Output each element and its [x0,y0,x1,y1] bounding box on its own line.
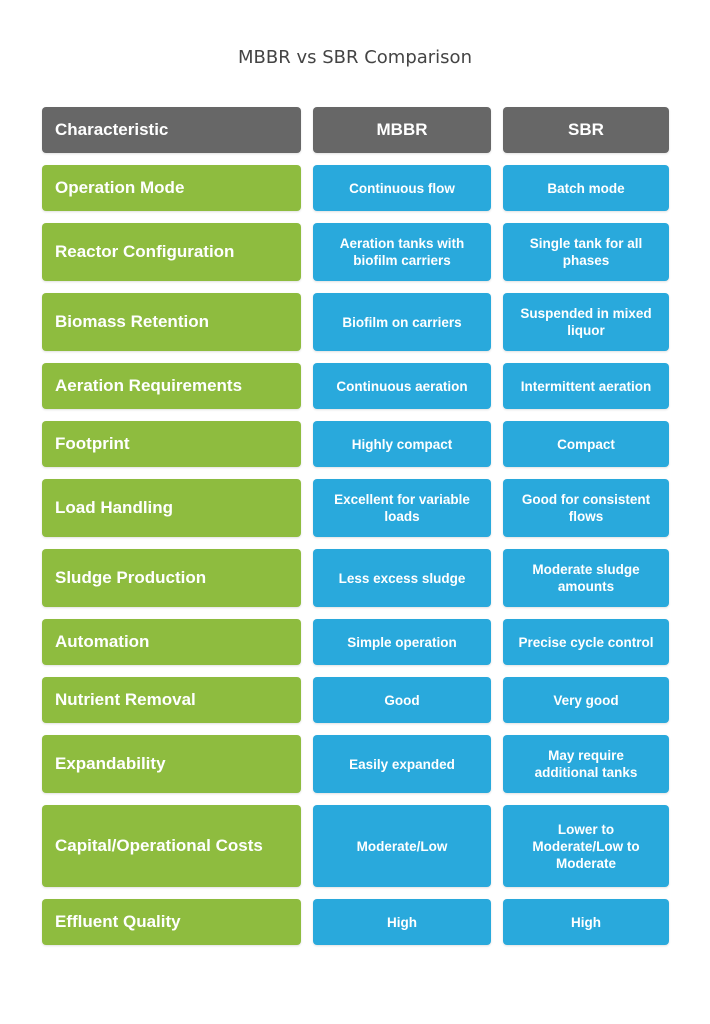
row-characteristic: Operation Mode [42,165,301,211]
row-sbr-value: Batch mode [503,165,669,211]
row-sbr-value: Very good [503,677,669,723]
row-mbbr-value: Excellent for variable loads [313,479,491,537]
row-characteristic: Load Handling [42,479,301,537]
row-sbr-value: Lower to Moderate/Low to Moderate [503,805,669,887]
row-characteristic: Expandability [42,735,301,793]
row-characteristic: Reactor Configuration [42,223,301,281]
row-mbbr-value: High [313,899,491,945]
row-characteristic: Aeration Requirements [42,363,301,409]
row-mbbr-value: Highly compact [313,421,491,467]
page-title: MBBR vs SBR Comparison [238,47,472,68]
row-mbbr-value: Aeration tanks with biofilm carriers [313,223,491,281]
row-sbr-value: Precise cycle control [503,619,669,665]
header-mbbr: MBBR [313,107,491,153]
row-sbr-value: Compact [503,421,669,467]
header-sbr: SBR [503,107,669,153]
row-sbr-value: Moderate sludge amounts [503,549,669,607]
row-sbr-value: High [503,899,669,945]
row-sbr-value: Intermittent aeration [503,363,669,409]
row-characteristic: Nutrient Removal [42,677,301,723]
row-characteristic: Capital/Operational Costs [42,805,301,887]
row-sbr-value: May require additional tanks [503,735,669,793]
row-sbr-value: Single tank for all phases [503,223,669,281]
row-mbbr-value: Easily expanded [313,735,491,793]
row-characteristic: Biomass Retention [42,293,301,351]
row-characteristic: Automation [42,619,301,665]
row-mbbr-value: Good [313,677,491,723]
row-characteristic: Sludge Production [42,549,301,607]
row-sbr-value: Good for consistent flows [503,479,669,537]
row-mbbr-value: Moderate/Low [313,805,491,887]
row-sbr-value: Suspended in mixed liquor [503,293,669,351]
header-characteristic: Characteristic [42,107,301,153]
row-mbbr-value: Continuous aeration [313,363,491,409]
row-mbbr-value: Continuous flow [313,165,491,211]
row-characteristic: Footprint [42,421,301,467]
row-mbbr-value: Simple operation [313,619,491,665]
row-mbbr-value: Biofilm on carriers [313,293,491,351]
row-mbbr-value: Less excess sludge [313,549,491,607]
comparison-table: Characteristic MBBR SBR Operation Mode C… [42,107,669,945]
row-characteristic: Effluent Quality [42,899,301,945]
